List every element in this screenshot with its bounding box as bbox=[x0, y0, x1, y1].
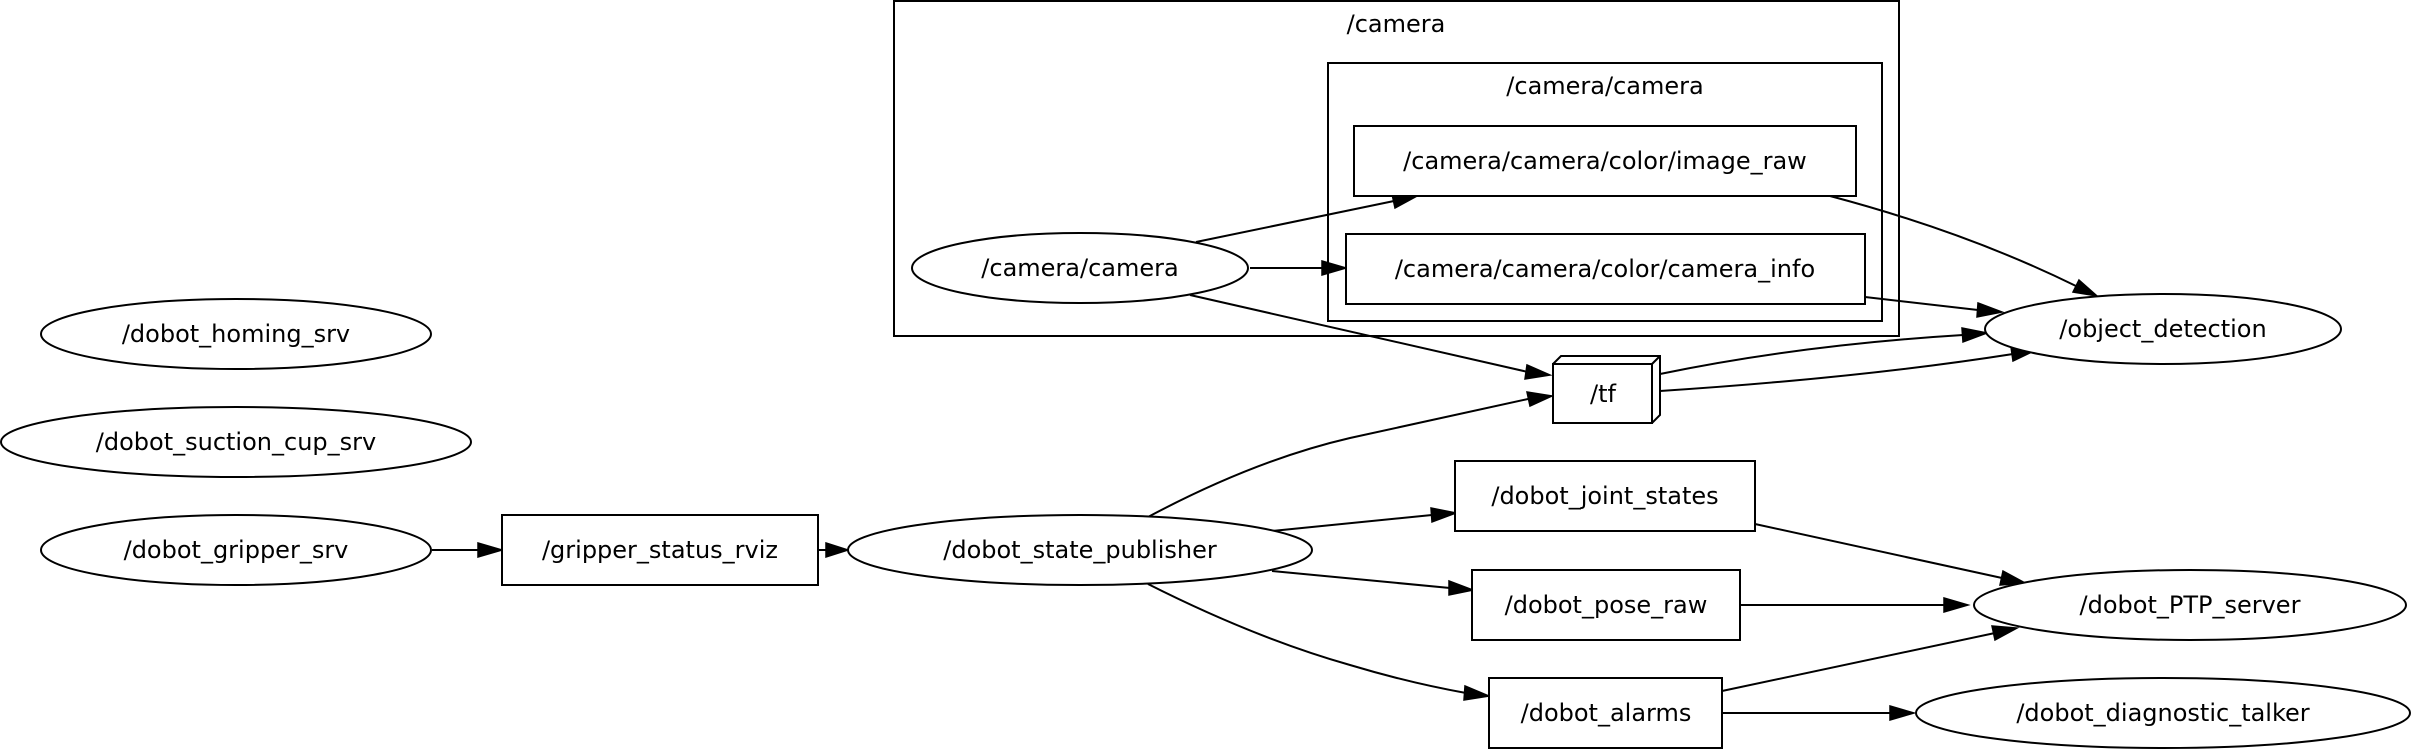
edge-line bbox=[1721, 632, 1996, 692]
node-object-detection[interactable]: /object_detection bbox=[1984, 293, 2342, 365]
topic-label: /dobot_pose_raw bbox=[1505, 591, 1708, 619]
edge-state-publisher-to-joint-states bbox=[1271, 507, 1459, 532]
arrowhead bbox=[1889, 705, 1917, 721]
node-shape bbox=[1984, 293, 2342, 365]
topic-dobot-joint-states[interactable]: /dobot_joint_states bbox=[1454, 460, 1756, 532]
node-shape bbox=[40, 298, 432, 370]
edge-line bbox=[1271, 514, 1433, 532]
node-shape bbox=[40, 514, 432, 586]
arrowhead bbox=[1526, 391, 1555, 408]
node-label: /dobot_diagnostic_talker bbox=[2016, 699, 2309, 727]
cluster-camera-label: /camera bbox=[1347, 10, 1446, 38]
arrowhead bbox=[1524, 363, 1553, 380]
topic-label: /gripper_status_rviz bbox=[542, 536, 778, 564]
topic-shape bbox=[1454, 460, 1756, 532]
edge-camera-info-to-object-detection bbox=[1864, 296, 2005, 318]
arrowhead bbox=[2071, 278, 2100, 298]
arrowhead bbox=[1430, 507, 1459, 524]
edge-object-detection-to-tf bbox=[1659, 346, 2039, 392]
node-shape bbox=[0, 406, 472, 478]
topic-label: /dobot_alarms bbox=[1521, 699, 1692, 727]
cluster-camera-camera: /camera/camera bbox=[1327, 62, 1883, 322]
node-dobot-state-publisher[interactable]: /dobot_state_publisher bbox=[847, 514, 1313, 586]
topic-shape bbox=[1345, 233, 1866, 305]
edge-state-publisher-to-alarms bbox=[1147, 583, 1492, 701]
edge-line bbox=[1195, 200, 1395, 243]
node-label: /dobot_PTP_server bbox=[2080, 591, 2301, 619]
arrowhead bbox=[1976, 301, 2005, 318]
node-label: /dobot_state_publisher bbox=[943, 536, 1217, 564]
edge-image-raw-to-object-detection bbox=[1829, 195, 2100, 298]
edge-camera-to-tf bbox=[1189, 294, 1553, 380]
arrowhead bbox=[1943, 597, 1971, 613]
node-camera-camera[interactable]: /camera/camera bbox=[911, 232, 1249, 304]
edge-gripper-status-to-state-publisher bbox=[818, 541, 851, 559]
node-dobot-homing-srv[interactable]: /dobot_homing_srv bbox=[40, 298, 432, 370]
topic-dobot-pose-raw[interactable]: /dobot_pose_raw bbox=[1471, 569, 1741, 641]
edge-tf-to-object-detection bbox=[1659, 327, 1990, 375]
edge-alarms-to-diagnostic-talker bbox=[1722, 705, 1917, 721]
topic-shape bbox=[1353, 125, 1857, 197]
arrowhead bbox=[825, 541, 851, 559]
edge-gripper-srv-to-gripper-status bbox=[432, 542, 505, 558]
arrowhead bbox=[477, 542, 505, 558]
topic-3d-edge bbox=[1651, 355, 1661, 365]
edges bbox=[432, 193, 2100, 721]
arrowhead bbox=[1991, 625, 2020, 642]
edge-line bbox=[1189, 294, 1529, 373]
node-shape bbox=[911, 232, 1249, 304]
edge-line bbox=[1271, 570, 1451, 589]
edge-line bbox=[1659, 353, 2014, 392]
edge-line bbox=[1864, 296, 1979, 311]
node-label: /camera/camera bbox=[981, 254, 1178, 282]
topic-camera-info[interactable]: /camera/camera/color/camera_info bbox=[1345, 233, 1866, 305]
edge-camera-to-image-raw bbox=[1195, 193, 1420, 243]
edge-state-publisher-to-tf bbox=[1147, 391, 1555, 518]
cluster-camera-camera-label: /camera/camera bbox=[1506, 72, 1703, 100]
node-label: /dobot_homing_srv bbox=[122, 320, 350, 348]
topic-label: /camera/camera/color/camera_info bbox=[1395, 255, 1815, 283]
node-label: /dobot_gripper_srv bbox=[124, 536, 349, 564]
topic-label: /tf bbox=[1590, 380, 1616, 408]
edge-line bbox=[1659, 334, 1964, 375]
topic-image-raw[interactable]: /camera/camera/color/image_raw bbox=[1353, 125, 1857, 197]
node-dobot-diagnostic-talker[interactable]: /dobot_diagnostic_talker bbox=[1915, 677, 2411, 749]
node-dobot-ptp-server[interactable]: /dobot_PTP_server bbox=[1973, 569, 2407, 641]
node-shape bbox=[1915, 677, 2411, 749]
edge-state-publisher-to-pose-raw bbox=[1271, 570, 1476, 596]
node-dobot-gripper-srv[interactable]: /dobot_gripper_srv bbox=[40, 514, 432, 586]
node-shape bbox=[847, 514, 1313, 586]
edge-pose-raw-to-ptp-server bbox=[1740, 597, 1971, 613]
edge-line bbox=[1829, 195, 2077, 287]
node-label: /dobot_suction_cup_srv bbox=[96, 428, 376, 456]
topic-label: /camera/camera/color/image_raw bbox=[1403, 147, 1807, 175]
edge-camera-to-camera-info bbox=[1250, 260, 1349, 276]
arrowhead bbox=[1321, 260, 1349, 276]
node-shape bbox=[1973, 569, 2407, 641]
topic-label: /dobot_joint_states bbox=[1491, 482, 1718, 510]
edge-alarms-to-ptp-server bbox=[1721, 625, 2020, 692]
topic-shape bbox=[1471, 569, 1741, 641]
edge-line bbox=[1147, 398, 1529, 518]
topic-gripper-status-rviz[interactable]: /gripper_status_rviz bbox=[501, 514, 819, 586]
topic-shape bbox=[1552, 363, 1653, 424]
arrowhead bbox=[1463, 684, 1492, 701]
arrowhead bbox=[1961, 327, 1990, 344]
cluster-camera-camera-box bbox=[1327, 62, 1883, 322]
node-label: /object_detection bbox=[2059, 315, 2266, 343]
cluster-camera: /camera bbox=[893, 0, 1900, 337]
topic-shape bbox=[501, 514, 819, 586]
topic-shape bbox=[1488, 677, 1723, 749]
topic-tf[interactable]: /tf bbox=[1552, 355, 1661, 424]
arrowhead bbox=[1448, 579, 1476, 596]
node-dobot-suction-cup-srv[interactable]: /dobot_suction_cup_srv bbox=[0, 406, 472, 478]
cluster-camera-box bbox=[893, 0, 1900, 337]
edge-line bbox=[1147, 583, 1467, 694]
topic-dobot-alarms[interactable]: /dobot_alarms bbox=[1488, 677, 1723, 749]
edge-joint-states-to-ptp-server bbox=[1754, 523, 2028, 586]
edge-line bbox=[1754, 523, 2003, 579]
